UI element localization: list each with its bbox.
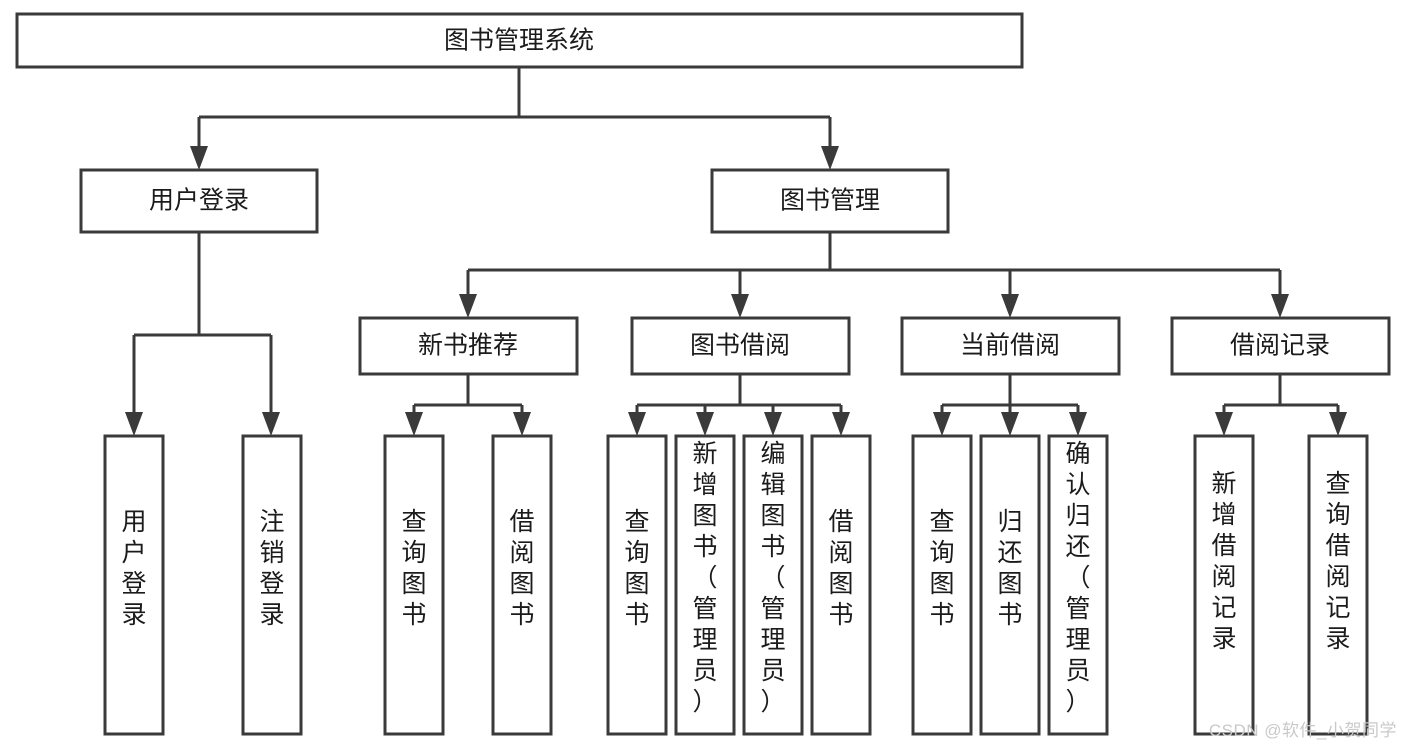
leaf-query-book-new-label: 查询图书 <box>401 508 426 629</box>
node-user-login[interactable]: 用户登录 <box>79 168 319 234</box>
leaf-query-record[interactable]: 查询借阅记录 <box>1307 434 1369 736</box>
node-root-label: 图书管理系统 <box>444 27 594 55</box>
leaf-query-book-current[interactable]: 查询图书 <box>911 434 973 736</box>
arrow-to-leaf-query-book-1 <box>405 412 423 436</box>
leaf-add-record-box <box>1193 434 1255 736</box>
arrow-to-leaf-confirm-return <box>1069 412 1087 436</box>
leaf-return-book-label: 归还图书 <box>997 508 1022 629</box>
leaf-query-book-current-label: 查询图书 <box>929 508 954 629</box>
leaf-borrow-book-label: 借阅图书 <box>828 508 853 629</box>
connector-current-borrow-to-leaves <box>933 374 1087 436</box>
arrow-to-leaf-query-book-2 <box>628 412 646 436</box>
leaf-confirm-return-label: 确认归还（管理员） <box>1065 440 1090 716</box>
node-new-book[interactable]: 新书推荐 <box>358 316 579 376</box>
leaf-query-book-borrow-label: 查询图书 <box>624 508 649 629</box>
arrow-to-current-borrow <box>1001 294 1019 318</box>
node-current-borrow[interactable]: 当前借阅 <box>900 316 1121 376</box>
arrow-to-leaf-add-record <box>1215 412 1233 436</box>
leaf-add-record[interactable]: 新增借阅记录 <box>1193 434 1255 736</box>
node-user-login-box <box>79 168 319 234</box>
leaf-logout-box <box>241 434 303 736</box>
leaf-add-book-box <box>674 434 736 736</box>
connector-new-book-to-leaves <box>405 374 531 436</box>
arrow-to-leaf-return-book <box>1001 412 1019 436</box>
leaf-user-login-label: 用户登录 <box>121 508 146 629</box>
arrow-to-leaf-query-book-3 <box>933 412 951 436</box>
node-root[interactable]: 图书管理系统 <box>15 12 1024 69</box>
leaf-borrow-book-new[interactable]: 借阅图书 <box>491 434 553 736</box>
leaf-query-record-label: 查询借阅记录 <box>1325 470 1350 653</box>
node-new-book-label: 新书推荐 <box>418 332 518 360</box>
leaf-query-book-new-box <box>383 434 445 736</box>
leaf-add-record-label: 新增借阅记录 <box>1211 470 1236 653</box>
node-borrow-record[interactable]: 借阅记录 <box>1170 316 1391 376</box>
arrow-to-leaf-borrow-book-1 <box>513 412 531 436</box>
arrow-to-borrow-record <box>1271 294 1289 318</box>
node-current-borrow-label: 当前借阅 <box>960 332 1060 360</box>
leaf-confirm-return-box <box>1047 434 1109 736</box>
arrow-to-leaf-user-login <box>125 412 143 436</box>
node-current-borrow-box <box>900 316 1121 376</box>
node-root-box <box>15 12 1024 69</box>
leaf-confirm-return[interactable]: 确认归还（管理员） <box>1047 434 1109 736</box>
leaf-borrow-book-new-box <box>491 434 553 736</box>
leaf-query-book-borrow[interactable]: 查询图书 <box>606 434 668 736</box>
leaf-borrow-book-new-label: 借阅图书 <box>509 508 534 629</box>
node-borrow-record-label: 借阅记录 <box>1230 332 1330 360</box>
node-book-borrow[interactable]: 图书借阅 <box>630 316 851 376</box>
connector-root-to-level2 <box>190 67 839 170</box>
leaf-query-book-new[interactable]: 查询图书 <box>383 434 445 736</box>
leaf-borrow-book-box <box>810 434 872 736</box>
node-user-login-label: 用户登录 <box>149 187 249 215</box>
arrow-to-leaf-borrow-book-2 <box>832 412 850 436</box>
leaf-return-book[interactable]: 归还图书 <box>979 434 1041 736</box>
leaf-user-login[interactable]: 用户登录 <box>103 434 165 736</box>
leaf-query-record-box <box>1307 434 1369 736</box>
arrow-to-leaf-logout <box>262 412 280 436</box>
leaf-edit-book[interactable]: 编辑图书（管理员） <box>742 434 804 736</box>
node-book-manage-label: 图书管理 <box>780 187 880 215</box>
leaf-edit-book-label: 编辑图书（管理员） <box>760 440 785 716</box>
arrow-to-leaf-edit-book <box>764 412 782 436</box>
leaf-borrow-book[interactable]: 借阅图书 <box>810 434 872 736</box>
connector-book-manage-to-level3 <box>459 232 1289 318</box>
leaf-edit-book-box <box>742 434 804 736</box>
leaf-user-login-box <box>103 434 165 736</box>
arrow-to-leaf-add-book <box>696 412 714 436</box>
arrow-to-user-login <box>190 146 208 170</box>
connector-borrow-record-to-leaves <box>1215 374 1347 436</box>
leaf-return-book-box <box>979 434 1041 736</box>
node-book-borrow-label: 图书借阅 <box>690 332 790 360</box>
leaf-logout[interactable]: 注销登录 <box>241 434 303 736</box>
leaf-logout-label: 注销登录 <box>259 508 284 629</box>
leaf-add-book-label: 新增图书（管理员） <box>692 440 717 716</box>
node-new-book-box <box>358 316 579 376</box>
arrow-to-leaf-query-record <box>1329 412 1347 436</box>
leaf-query-book-current-box <box>911 434 973 736</box>
leaf-add-book[interactable]: 新增图书（管理员） <box>674 434 736 736</box>
arrow-to-new-book <box>459 294 477 318</box>
arrow-to-book-manage <box>821 146 839 170</box>
leaf-query-book-borrow-box <box>606 434 668 736</box>
arrow-to-book-borrow <box>731 294 749 318</box>
connector-book-borrow-to-leaves <box>628 374 850 436</box>
connector-user-login-to-leaves <box>125 232 280 436</box>
node-book-manage[interactable]: 图书管理 <box>710 168 950 234</box>
